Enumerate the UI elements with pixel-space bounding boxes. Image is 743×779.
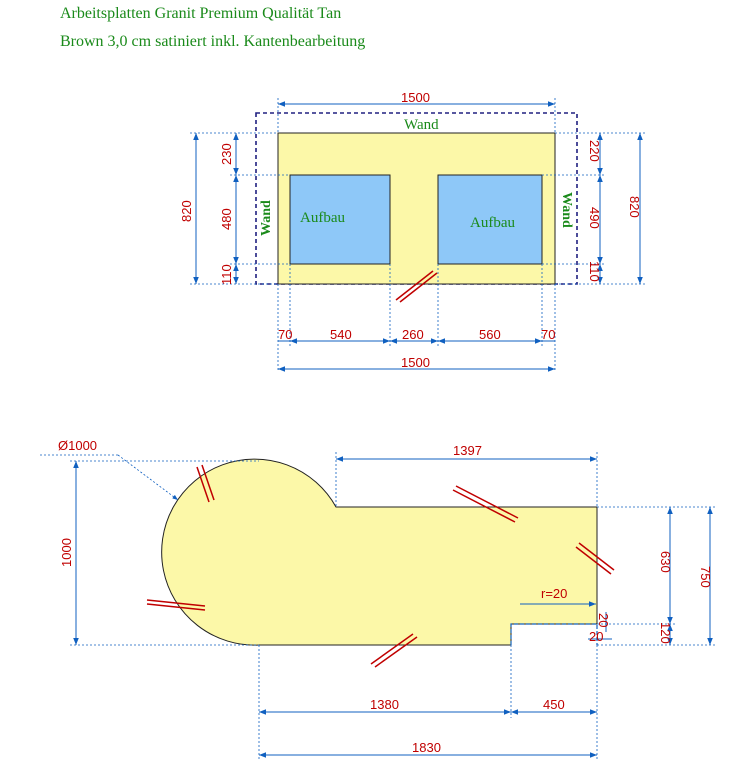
dim-bottom-1830: 1830 [412,740,441,755]
edge-mark [399,272,438,303]
extension-lines-bottom [40,452,715,760]
dim-radius: r=20 [541,586,567,601]
edge-marks-bottom [146,464,615,668]
dimension-lines-bottom [73,456,713,758]
unit-right [437,174,543,265]
dim-right-220: 220 [587,140,602,162]
dimension-lines-top [193,101,643,372]
dim-left-230: 230 [219,143,234,165]
wall-label-top: Wand [404,117,439,133]
dim-small-20-horizontal: 20 [589,629,603,644]
dim-left-1000: 1000 [59,538,74,567]
dim-right-110: 110 [587,261,602,282]
unit-left [289,174,391,265]
dim-right-750: 750 [698,566,713,588]
dim-small-20-vertical: 20 [596,613,611,627]
cutout-outline [510,623,598,645]
dim-bottom-total: 1500 [401,355,430,370]
title-line-2: Brown 3,0 cm satiniert inkl. Kantenbearb… [60,33,366,50]
diameter-leader [117,454,179,501]
dim-bottom-1380: 1380 [370,697,399,712]
dim-left-480: 480 [219,208,234,230]
dim-top-1397: 1397 [453,443,482,458]
dim-right-820: 820 [627,196,642,218]
top-plan: Wand Wand Wand Aufbau Aufbau 1500 1500 7… [179,90,645,372]
unit-label-right: Aufbau [470,215,515,231]
dim-diameter: Ø1000 [58,438,97,453]
dim-seg-560: 560 [479,327,501,342]
dim-right-630: 630 [658,551,673,573]
bottom-plan: Ø1000 1397 1000 630 750 120 r=20 20 20 1… [40,438,715,760]
wall-label-right: Wand [559,192,574,228]
dim-seg-70-right: 70 [541,327,555,342]
dim-left-820: 820 [179,200,194,222]
wall-label-left: Wand [259,200,274,236]
dim-right-490: 490 [587,207,602,229]
dim-seg-260: 260 [402,327,424,342]
dim-seg-540: 540 [330,327,352,342]
title-line-1: Arbeitsplatten Granit Premium Qualität T… [60,5,342,22]
dim-left-110: 110 [219,264,234,285]
edge-mark [395,270,434,301]
dim-right-120: 120 [658,622,673,644]
dim-top-total: 1500 [401,90,430,105]
dim-bottom-450: 450 [543,697,565,712]
countertop-bottom [161,458,598,646]
unit-label-left: Aufbau [300,210,345,226]
dim-seg-70-left: 70 [278,327,292,342]
